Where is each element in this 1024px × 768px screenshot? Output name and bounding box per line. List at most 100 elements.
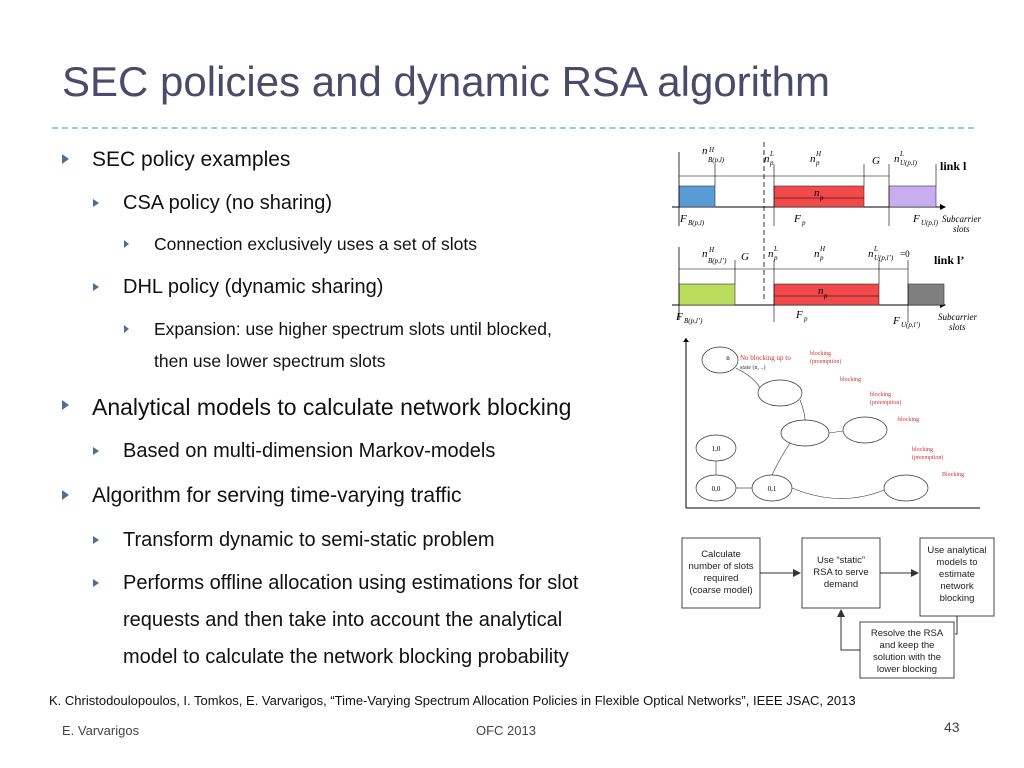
bullet-arrow-icon (62, 490, 69, 500)
np-label-1: n (814, 187, 820, 199)
svg-text:n: n (868, 248, 874, 260)
flowchart-text: models to (936, 557, 977, 568)
flowchart-text: Resolve the RSA (871, 628, 944, 639)
title-separator (52, 127, 974, 129)
bullet-markov: Based on multi-dimension Markov-models (93, 440, 495, 463)
bullet-transform: Transform dynamic to semi-static problem (93, 529, 495, 552)
subcarrier-label-2: Subcarrier (938, 312, 977, 322)
svg-text:p: p (815, 159, 820, 167)
svg-text:n: n (810, 153, 816, 165)
bullet-text: Performs offline allocation using estima… (123, 572, 579, 594)
footer-conference: OFC 2013 (476, 723, 536, 738)
svg-text:n: n (702, 145, 708, 157)
flowchart-box-calculate (681, 537, 761, 609)
svg-text:n: n (764, 153, 770, 165)
flowchart-text: required (704, 573, 739, 584)
svg-text:F: F (675, 311, 683, 323)
svg-text:p: p (819, 254, 824, 262)
svg-text:L: L (769, 150, 774, 158)
bullet-arrow-icon (124, 240, 129, 248)
bullet-arrow-icon (62, 400, 69, 410)
svg-text:p: p (803, 315, 808, 323)
reference-citation: K. Christodoulopoulos, I. Tomkos, E. Var… (49, 693, 856, 708)
svg-text:n: n (768, 248, 774, 260)
bullet-offline-cont-2: model to calculate the network blocking … (123, 646, 569, 668)
state-label: state (n, ..) (740, 364, 766, 371)
markov-state (883, 474, 929, 502)
slide-number: 43 (944, 719, 960, 735)
markov-state (780, 419, 830, 447)
preemption-label: (preemption) (870, 399, 901, 406)
spectrum-block-gray (907, 283, 945, 306)
svg-text:F: F (679, 213, 687, 225)
svg-text:=0: =0 (900, 249, 910, 259)
bullet-text: Connection exclusively uses a set of slo… (154, 234, 477, 254)
flowchart-arrow (955, 616, 958, 635)
markov-state-label: 0,0 (712, 485, 721, 493)
flowchart-arrow (837, 609, 860, 651)
bullet-dhl-detail: Expansion: use higher spectrum slots unt… (124, 319, 552, 340)
svg-text:n: n (726, 354, 730, 362)
svg-text:L: L (899, 150, 904, 158)
blocking-label: blocking (810, 351, 831, 357)
footer-author: E. Varvarigos (62, 723, 140, 738)
svg-text:F: F (892, 315, 900, 327)
svg-text:H: H (708, 146, 715, 154)
bullet-text: Algorithm for serving time-varying traff… (92, 484, 462, 507)
flowchart-text: (coarse model) (689, 585, 752, 596)
svg-text:n: n (702, 248, 708, 260)
slide-title: SEC policies and dynamic RSA algorithm (62, 58, 831, 105)
svg-text:U(p,l): U(p,l) (900, 159, 918, 167)
markov-state-label: 0,1 (768, 485, 777, 493)
bullet-arrow-icon (93, 199, 99, 207)
flowchart-text: RSA to serve (813, 567, 868, 578)
bullet-arrow-icon (93, 447, 99, 455)
subcarrier-label-1: Subcarrier (942, 214, 981, 224)
markov-state (842, 416, 888, 444)
svg-text:p: p (801, 219, 806, 227)
markov-diagram: n 1,0 0,0 0,1 No blocking up to state (n… (683, 338, 980, 509)
flowchart-box-analytical (919, 537, 995, 617)
bullet-algorithm: Algorithm for serving time-varying traff… (62, 484, 462, 508)
flowchart-text: Use analytical (927, 545, 986, 556)
svg-text:B(p,l): B(p,l) (688, 219, 705, 227)
blocking-label: blocking (912, 447, 933, 453)
svg-text:L: L (773, 245, 778, 253)
markov-state (701, 346, 739, 374)
flowchart-text: Calculate (701, 549, 741, 560)
np-sub-1: p (819, 194, 824, 202)
bullet-arrow-icon (93, 283, 99, 291)
bullet-analytical-models: Analytical models to calculate network b… (62, 394, 571, 421)
preemption-label: (preemption) (810, 358, 841, 365)
flowchart-text: Use “static” (817, 555, 865, 566)
link-l-prime-label: link l’ (934, 253, 964, 267)
bullet-text: SEC policy examples (92, 148, 291, 171)
svg-text:U(p,l’): U(p,l’) (901, 321, 921, 329)
svg-text:U(p,l’): U(p,l’) (874, 254, 894, 262)
bullet-text: CSA policy (no sharing) (123, 192, 332, 214)
svg-text:n: n (894, 153, 900, 165)
link-l-label: link l (940, 159, 967, 173)
algorithm-flowchart: Calculate number of slots required (coar… (681, 537, 995, 679)
slots-label-1: slots (953, 224, 970, 234)
svg-text:p: p (773, 254, 778, 262)
svg-text:H: H (815, 150, 822, 158)
preemption-label: (preemption) (912, 454, 943, 461)
gap-label-2: G (741, 251, 749, 263)
svg-text:p: p (769, 159, 774, 167)
bullet-text: Analytical models to calculate network b… (92, 394, 572, 420)
flowchart-text: demand (824, 579, 858, 590)
flowchart-text: number of slots (689, 561, 754, 572)
flowchart-text: network (940, 581, 974, 592)
blocking-label: blocking (840, 377, 861, 383)
spectrum-block-blue (678, 185, 716, 208)
svg-text:U(p,l): U(p,l) (921, 219, 939, 227)
svg-text:F: F (793, 213, 801, 225)
svg-text:B(p,l): B(p,l) (708, 156, 725, 164)
svg-text:L: L (873, 245, 878, 253)
flowchart-text: estimate (939, 569, 975, 580)
svg-text:B(p,l’): B(p,l’) (708, 257, 727, 265)
svg-text:H: H (819, 245, 826, 253)
bullet-arrow-icon (124, 325, 129, 333)
slots-label-2: slots (949, 322, 966, 332)
